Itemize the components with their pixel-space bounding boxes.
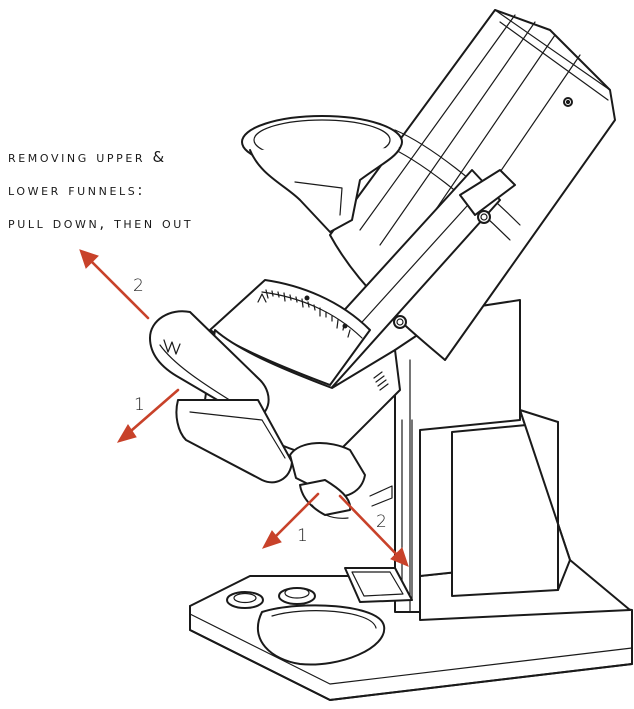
lower-pull-down-arrow	[261, 492, 320, 549]
upper-step-1-label: 1	[134, 395, 145, 415]
start-button[interactable]	[278, 587, 316, 605]
bean-hopper	[241, 115, 403, 233]
upper-step-2-label: 2	[133, 276, 144, 296]
dial-scale-ticks	[265, 289, 351, 338]
secondary-scale	[373, 371, 389, 391]
upper-pull-out-arrow	[79, 249, 150, 320]
lower-step-2-label: 2	[376, 512, 387, 532]
upper-pull-down-arrow	[116, 388, 180, 443]
brand-logo-icon	[163, 339, 181, 355]
lower-step-1-label: 1	[297, 526, 308, 546]
instruction-line-2: lower funnels:	[8, 181, 145, 199]
lower-pull-out-arrow	[338, 494, 409, 567]
instruction-line-3: pull down, then out	[8, 214, 193, 232]
upper-funnel[interactable]	[149, 310, 270, 420]
instruction-caption: removing upper & lower funnels: pull dow…	[8, 148, 193, 232]
dial-pointer-icon	[257, 293, 267, 303]
instruction-line-1: removing upper &	[8, 148, 167, 166]
power-button[interactable]	[226, 591, 264, 609]
grinder-rear-housing	[419, 409, 631, 621]
lower-funnel[interactable]	[175, 399, 393, 519]
